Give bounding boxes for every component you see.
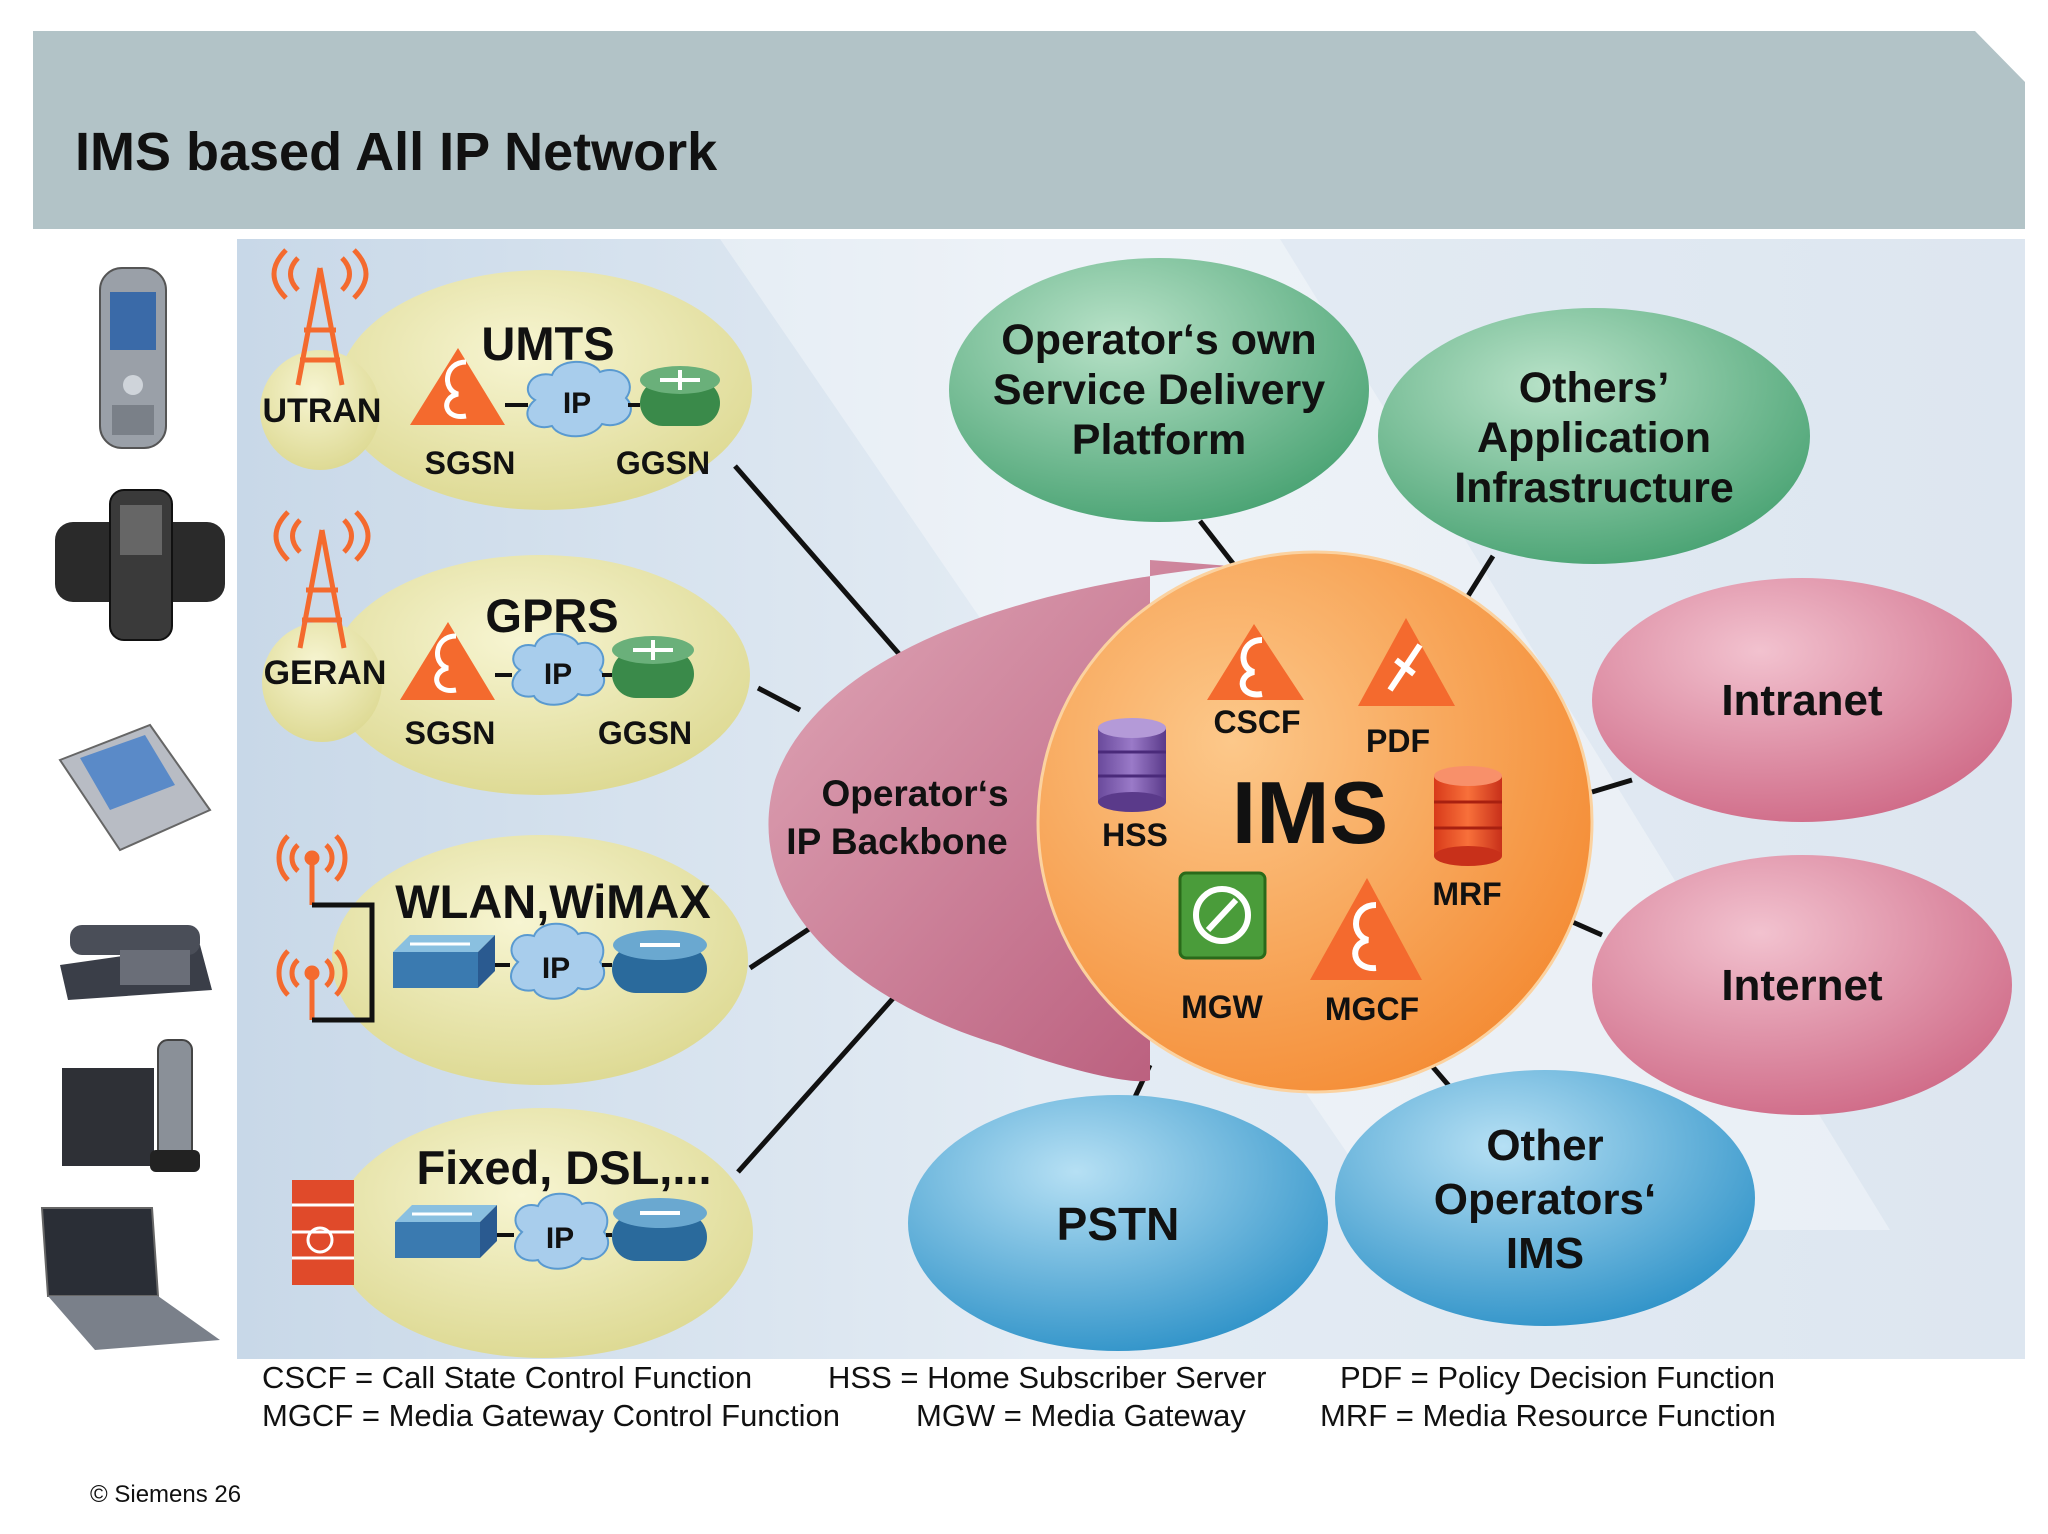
legend-pdf: PDF = Policy Decision Function <box>1340 1360 1775 1395</box>
legend-hss: HSS = Home Subscriber Server <box>828 1360 1266 1395</box>
gprs-ip-label: IP <box>544 658 572 691</box>
other-operators-line1: Other <box>1486 1121 1603 1170</box>
pdf-icon <box>1358 618 1455 706</box>
cordless-phone-icon <box>62 1039 200 1172</box>
umts-network: UTRAN UMTS IP SGSN GGSN <box>260 248 752 510</box>
ip-cloud-icon <box>511 632 606 706</box>
umts-ggsn-label: GGSN <box>616 445 710 481</box>
gprs-network: GERAN GPRS IP SGSN GGSN <box>262 510 750 795</box>
sgsn-icon <box>410 348 505 425</box>
footer-copyright: © Siemens 26 <box>90 1481 241 1508</box>
pstn-label: PSTN <box>1057 1198 1180 1250</box>
wlan-network: WLAN,WiMAX IP <box>276 834 748 1085</box>
backbone-line1: Operator‘s <box>821 773 1008 814</box>
wifi-antenna-icon <box>276 834 348 1020</box>
intranet-label: Intranet <box>1721 676 1883 725</box>
switch-icon <box>395 1205 497 1258</box>
gprs-ggsn-label: GGSN <box>598 715 692 751</box>
other-operators-ellipse: Other Operators‘ IMS <box>1335 1070 1755 1326</box>
mgcf-icon <box>1310 878 1422 980</box>
ggsn-router-icon <box>612 636 694 698</box>
ims-title: IMS <box>1232 763 1388 862</box>
internet-label: Internet <box>1721 961 1883 1010</box>
others-app-line3: Infrastructure <box>1454 464 1734 512</box>
legend-cscf: CSCF = Call State Control Function <box>262 1360 752 1395</box>
ip-cloud-icon <box>510 922 606 1000</box>
operator-sdp-ellipse: Operator‘s own Service Delivery Platform <box>949 258 1369 522</box>
legend-mgcf: MGCF = Media Gateway Control Function <box>262 1398 840 1433</box>
umts-sgsn-label: SGSN <box>425 445 516 481</box>
gprs-sgsn-label: SGSN <box>405 715 496 751</box>
router-icon <box>612 1198 707 1261</box>
other-operators-line3: IMS <box>1506 1229 1584 1278</box>
fixed-ip-label: IP <box>546 1222 574 1255</box>
hss-label: HSS <box>1102 817 1168 853</box>
pstn-ellipse: PSTN <box>908 1095 1328 1351</box>
operator-sdp-line2: Service Delivery <box>993 366 1325 414</box>
others-app-ellipse: Others’ Application Infrastructure <box>1378 308 1810 564</box>
mgw-label: MGW <box>1181 989 1264 1025</box>
mgw-icon <box>1178 871 1267 960</box>
legend-mgw: MGW = Media Gateway <box>916 1398 1246 1433</box>
other-operators-line2: Operators‘ <box>1434 1175 1657 1224</box>
page-title: IMS based All IP Network <box>75 122 718 182</box>
mrf-label: MRF <box>1432 876 1501 912</box>
fixed-network: Fixed, DSL,... IP <box>292 1108 753 1358</box>
mobile-phone-icon <box>99 267 167 449</box>
intranet-ellipse: Intranet <box>1592 578 2012 822</box>
operator-sdp-line3: Platform <box>1072 416 1246 464</box>
wlan-label: WLAN,WiMAX <box>395 875 710 928</box>
ip-cloud-icon <box>514 1192 610 1270</box>
router-icon <box>612 930 707 993</box>
mgcf-label: MGCF <box>1325 991 1419 1027</box>
antenna-tower-icon <box>271 248 369 386</box>
ggsn-router-icon <box>640 366 720 426</box>
antenna-tower-icon <box>273 510 371 649</box>
legend: CSCF = Call State Control Function HSS =… <box>262 1360 1776 1433</box>
cscf-label: CSCF <box>1213 704 1300 740</box>
laptop-icon <box>40 1207 220 1350</box>
smartphone-icon <box>55 489 225 641</box>
ip-cloud-icon <box>526 360 632 438</box>
geran-label: GERAN <box>264 654 387 692</box>
umts-ip-label: IP <box>563 387 591 420</box>
mrf-database-icon <box>1434 766 1502 866</box>
internet-ellipse: Internet <box>1592 855 2012 1115</box>
fixed-label: Fixed, DSL,... <box>416 1141 711 1194</box>
sgsn-icon <box>400 622 495 700</box>
pdf-label: PDF <box>1366 723 1430 759</box>
hss-database-icon <box>1098 718 1166 812</box>
header-band <box>33 31 2025 229</box>
backbone-line2: IP Backbone <box>786 821 1007 862</box>
wlan-ip-label: IP <box>542 952 570 985</box>
operator-sdp-line1: Operator‘s own <box>1001 316 1316 364</box>
umts-label: UMTS <box>481 317 614 370</box>
switch-icon <box>393 935 495 988</box>
legend-mrf: MRF = Media Resource Function <box>1320 1398 1776 1433</box>
others-app-line1: Others’ <box>1519 364 1670 412</box>
cscf-icon <box>1207 624 1304 700</box>
desk-phone-icon <box>60 925 212 1000</box>
ims-core: IMS CSCF PDF HSS <box>1036 550 1594 1094</box>
firewall-icon <box>292 1180 354 1285</box>
utran-label: UTRAN <box>263 392 382 430</box>
others-app-line2: Application <box>1477 414 1711 462</box>
pda-icon <box>58 723 212 852</box>
